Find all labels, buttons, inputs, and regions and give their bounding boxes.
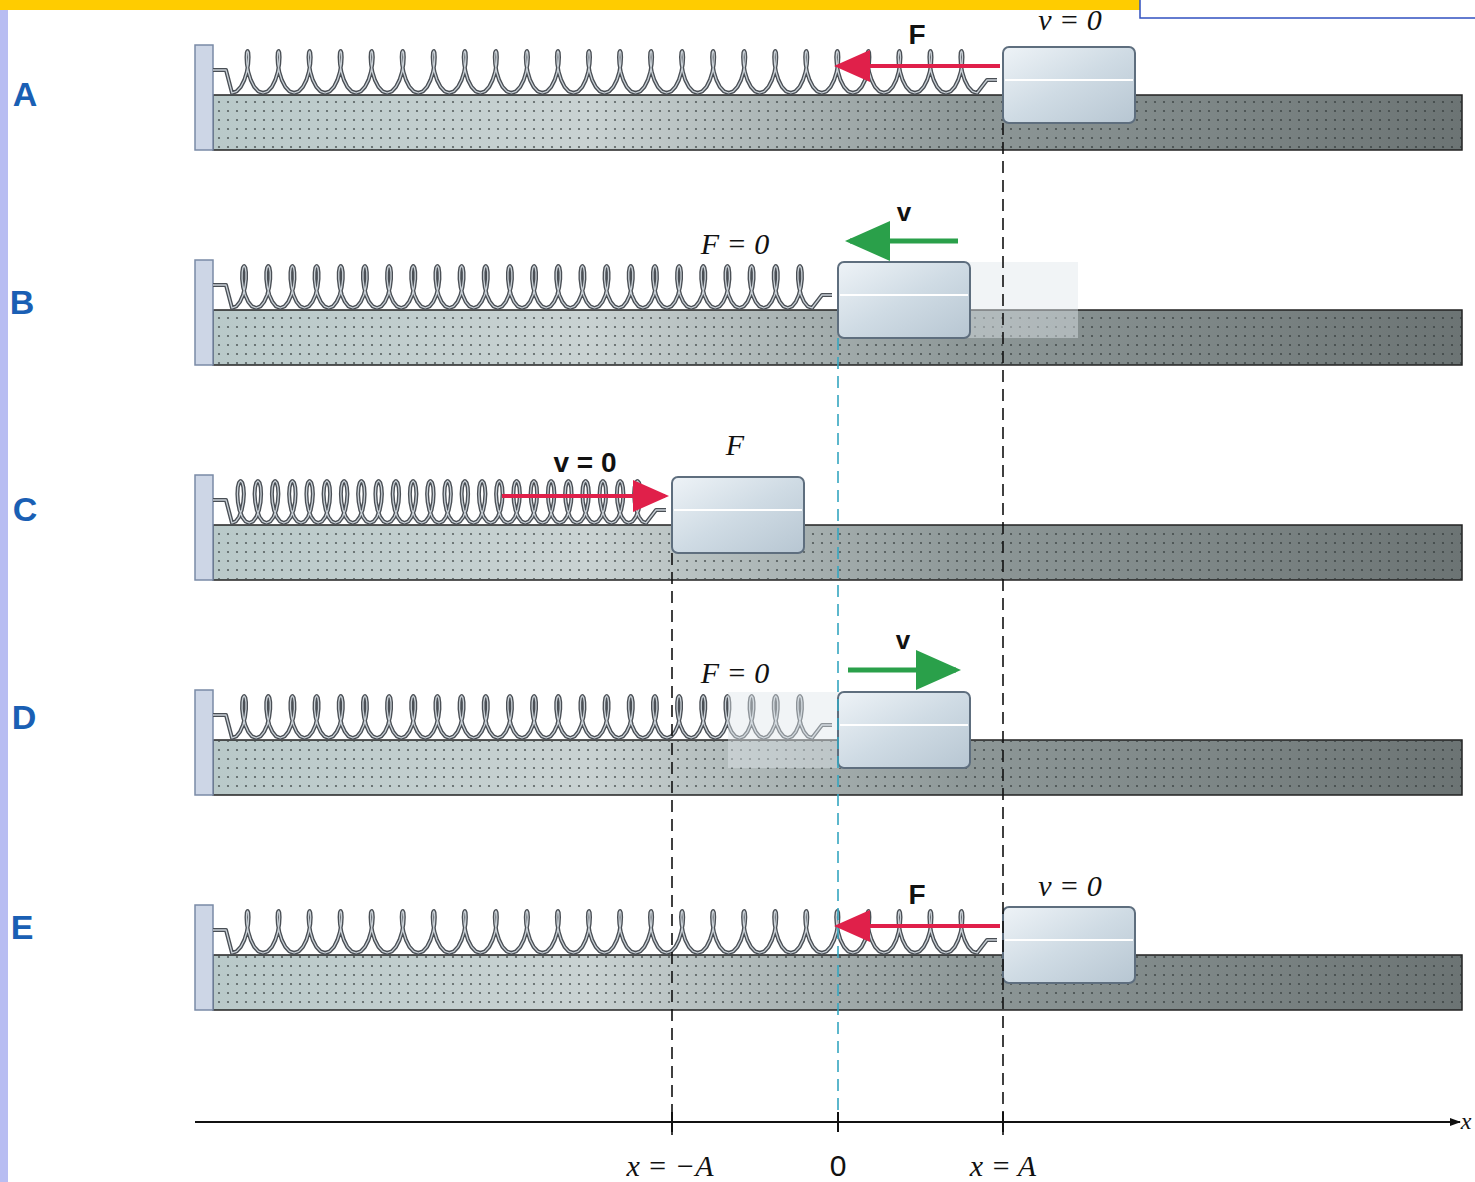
physics-label: F	[908, 20, 925, 51]
wall	[195, 475, 213, 580]
spring-highlight	[213, 911, 997, 953]
row-letter: A	[13, 76, 38, 113]
spring-coil	[213, 481, 666, 523]
top-bar	[0, 0, 1140, 10]
velocity-arrow	[850, 239, 958, 244]
physics-label: F	[908, 880, 925, 911]
block-highlight	[1005, 939, 1133, 941]
axis-label: 0	[830, 1149, 847, 1182]
x-axis	[195, 1121, 1460, 1123]
mass-block	[838, 692, 970, 768]
tick	[837, 1112, 839, 1132]
spring-highlight	[213, 51, 997, 93]
physics-label: v	[896, 626, 910, 655]
top-box	[1140, 0, 1475, 18]
track	[213, 955, 1462, 1010]
row-letter: D	[12, 699, 37, 736]
physics-label: v = 0	[1038, 2, 1102, 35]
physics-label: v = 0	[553, 448, 616, 479]
mass-block	[838, 262, 970, 338]
physics-label: F	[726, 428, 744, 461]
force-arrow	[838, 924, 1000, 928]
block-highlight	[840, 294, 968, 296]
track-texture	[213, 956, 1462, 1009]
axis-label: x	[1461, 1108, 1472, 1134]
axis-label: x = −A	[626, 1149, 713, 1182]
block-highlight	[840, 724, 968, 726]
track-texture	[213, 96, 1462, 149]
wall	[195, 260, 213, 365]
force-arrow	[838, 64, 1000, 68]
spring-highlight	[213, 481, 666, 523]
row-letter: E	[11, 909, 34, 946]
guide-line	[1002, 123, 1004, 1135]
wall	[195, 690, 213, 795]
spring-coil	[213, 51, 997, 93]
side-bar	[0, 0, 8, 1182]
axis-label: x = A	[970, 1149, 1036, 1182]
physics-label: v = 0	[1038, 869, 1102, 902]
tick	[1002, 1112, 1004, 1132]
mass-block	[1003, 907, 1135, 983]
guide-line	[837, 338, 839, 1135]
physics-label: v	[897, 198, 911, 227]
track	[213, 95, 1462, 150]
block-highlight	[1005, 79, 1133, 81]
force-arrow	[502, 494, 665, 498]
guide-line	[671, 553, 673, 1135]
wall	[195, 905, 213, 1010]
mass-block	[1003, 47, 1135, 123]
spring-coil	[213, 266, 832, 308]
wall	[195, 45, 213, 150]
row-letter: B	[10, 284, 35, 321]
mass-block	[672, 477, 804, 553]
spring-coil	[213, 911, 997, 953]
tick	[671, 1112, 673, 1132]
velocity-arrow	[848, 668, 956, 673]
physics-label: F = 0	[701, 227, 770, 260]
block-highlight	[674, 509, 802, 511]
row-letter: C	[13, 491, 38, 528]
physics-label: F = 0	[701, 656, 770, 689]
spring-highlight	[213, 266, 832, 308]
